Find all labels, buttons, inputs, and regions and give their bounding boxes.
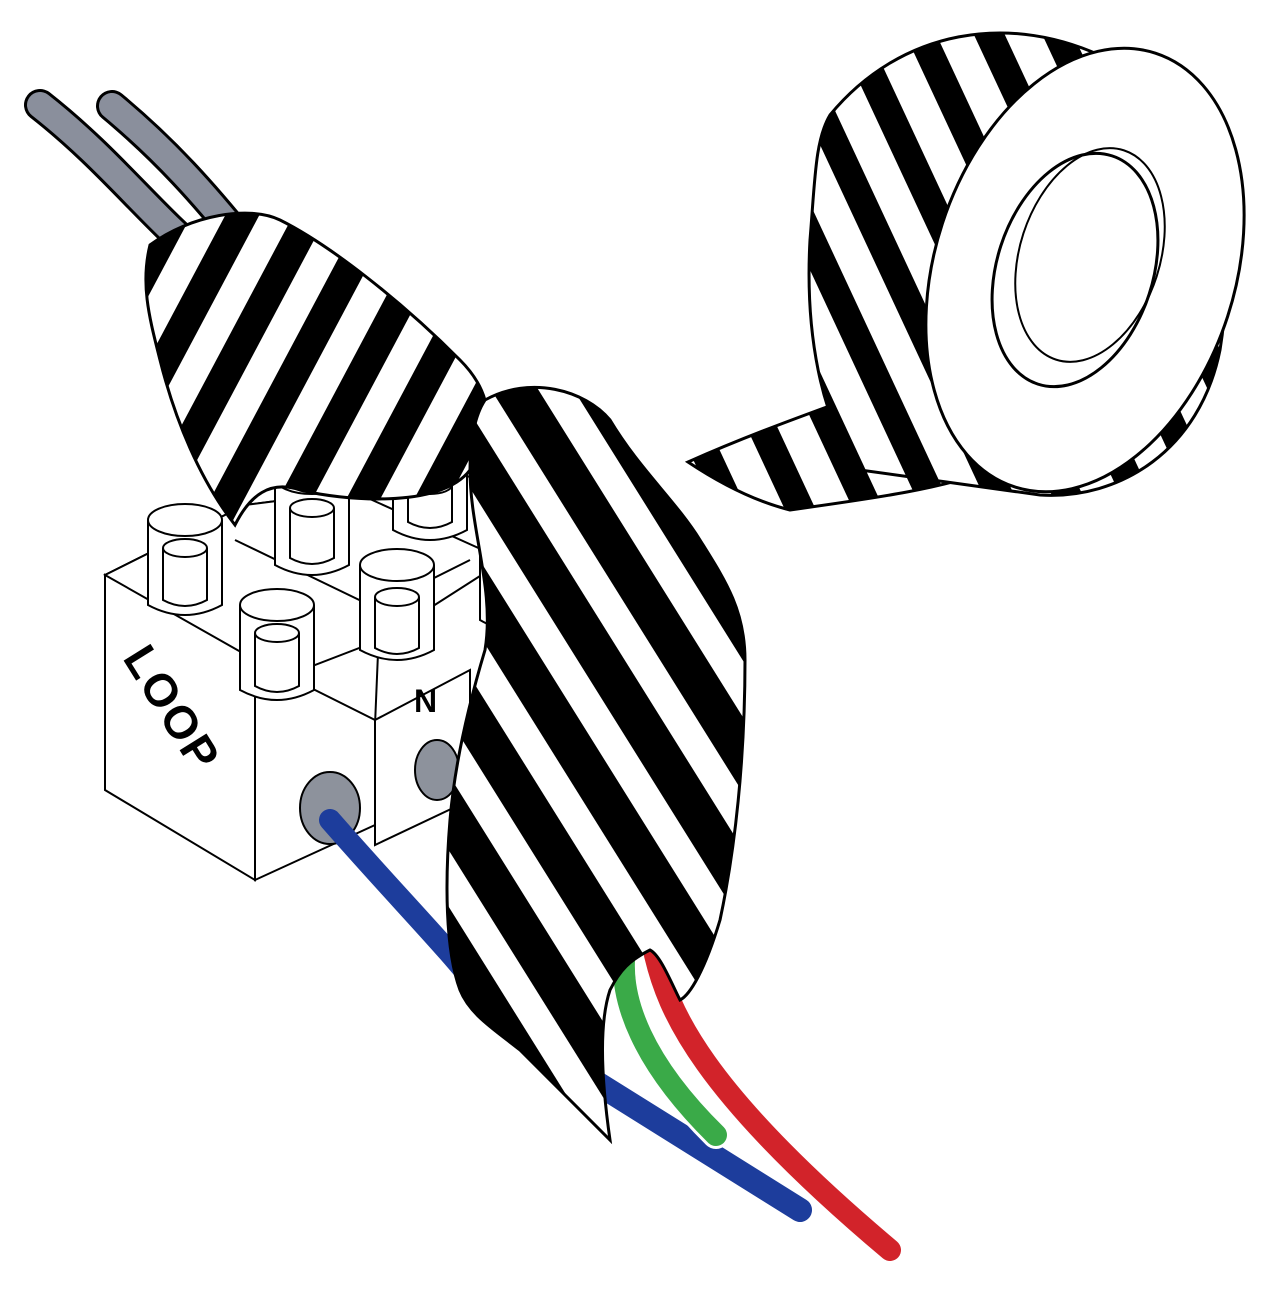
earth-and-live-wires <box>624 955 890 1250</box>
neutral-label: N <box>414 683 437 719</box>
screw-barrel <box>148 504 222 615</box>
tape-wrap-lower <box>447 387 745 1140</box>
screw-barrel <box>360 549 434 660</box>
tape-wrap-upper <box>146 213 488 525</box>
electrical-tape-roll-icon <box>688 7 1269 533</box>
screw-barrel <box>240 589 314 700</box>
